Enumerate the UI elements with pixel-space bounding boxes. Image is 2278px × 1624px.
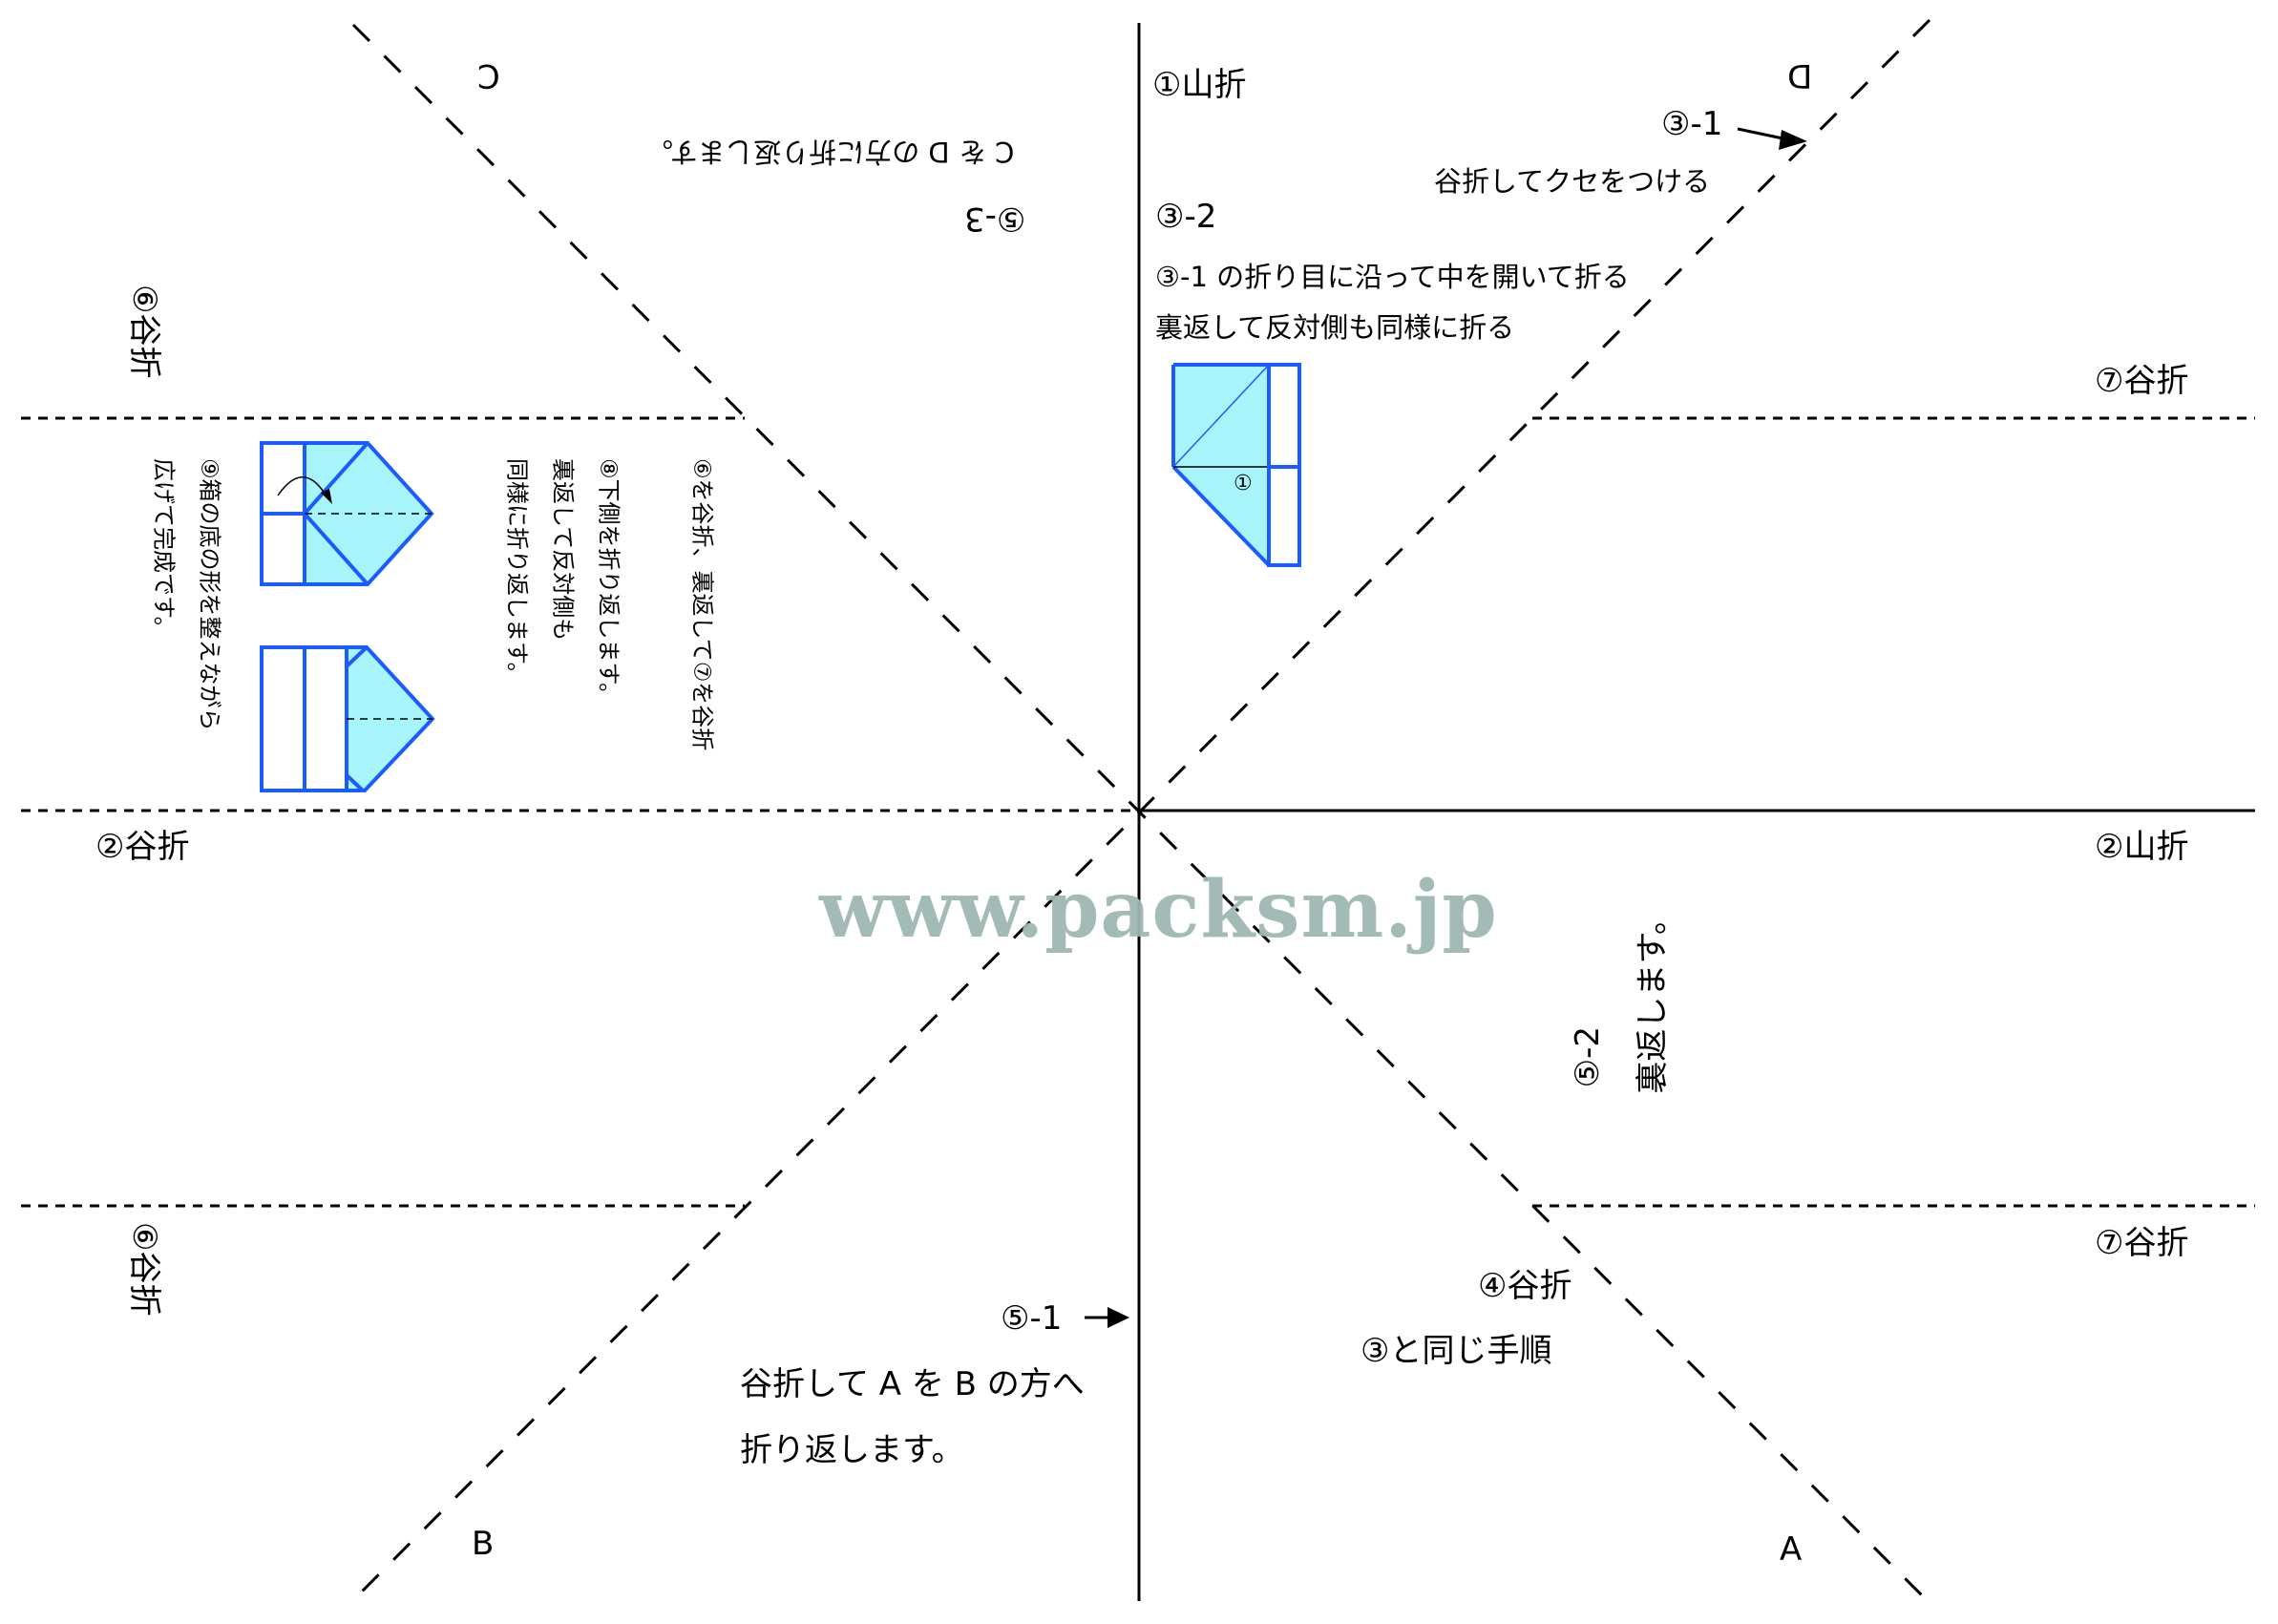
step9-text-line2: 広げて完成です。 [150, 458, 178, 640]
step3-2-label: ③-2 [1155, 198, 1217, 236]
step3-1-arrow-icon [1737, 127, 1807, 150]
fold-label-step7-valley-top: ⑦谷折 [2095, 362, 2189, 400]
step3-2-fold-diagram [1171, 363, 1301, 567]
step5-3-label: ⑤-3 [964, 200, 1026, 238]
step3-1-label: ③-1 [1661, 105, 1723, 143]
step8-text-line1: ⑧下側を折り返します。 [595, 458, 622, 707]
step4-text: ③と同じ手順 [1360, 1332, 1552, 1370]
fold-label-step7-valley-bottom: ⑦谷折 [2095, 1224, 2189, 1262]
step3-1-text: 谷折してクセをつける [1434, 165, 1711, 198]
watermark-text: www.packsm.jp [819, 864, 1498, 956]
corner-letter-c: C [477, 56, 500, 95]
step5-1-label: ⑤-1 [1001, 1299, 1063, 1338]
corner-letter-a: A [1780, 1530, 1803, 1569]
corner-letter-b: B [472, 1525, 495, 1563]
fold-label-step6-valley-top: ⑥谷折 [125, 285, 163, 379]
fold-label-step4-valley: ④谷折 [1478, 1267, 1572, 1305]
step8-fold-diagram-upper [260, 441, 434, 586]
step3-2-text-line1: ③-1 の折り目に沿って中を開いて折る [1155, 261, 1630, 293]
fold-label-step2-valley: ②谷折 [95, 828, 190, 866]
step5-1-arrow-icon [1085, 1307, 1129, 1328]
step6-text: ⑥を谷折、裏返して⑦を谷折 [688, 458, 716, 751]
step3-2-text-line2: 裏返して反対側も同様に折る [1155, 311, 1515, 344]
fold-label-step6-valley-bottom: ⑥谷折 [125, 1222, 163, 1317]
diagonal-d-to-b-line [347, 18, 1931, 1607]
step5-3-text: C を D の方に折り返します。 [645, 136, 1015, 168]
step5-1-text-line1: 谷折して A を B の方へ [740, 1365, 1085, 1403]
step8-text-line2: 裏返して反対側も [549, 458, 577, 642]
corner-letter-d: D [1787, 56, 1813, 95]
step8-text-line3: 同様に折り返します。 [503, 458, 531, 685]
step8-fold-diagram-lower [260, 645, 435, 792]
curved-fold-arrow-icon [277, 476, 327, 497]
fold-label-step1-mountain: ①山折 [1152, 66, 1247, 104]
fold-label-step2-mountain: ②山折 [2095, 828, 2189, 866]
step3-2-diagram-marker: ① [1234, 472, 1253, 496]
step5-1-text-line2: 折り返します。 [740, 1431, 964, 1469]
step5-2-label: ⑤-2 [1569, 1026, 1607, 1088]
step9-text-line1: ⑨箱の底の形を整えながら [196, 458, 223, 731]
step5-2-text: 裏返します。 [1634, 902, 1672, 1094]
